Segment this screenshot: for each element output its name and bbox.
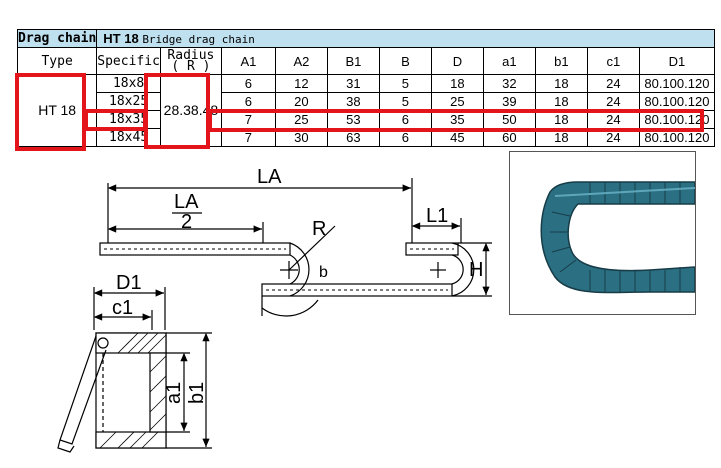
header-type: Type	[16, 47, 98, 75]
label-b1: b1	[186, 382, 208, 404]
cell-a1: 50	[482, 110, 536, 129]
cell-a1: 60	[482, 128, 536, 147]
header-A1: A1	[220, 47, 276, 75]
drag-chain-image	[540, 181, 695, 294]
title-model: HT 18	[103, 30, 139, 46]
cross-section-diagram	[57, 287, 212, 453]
cell-a1: 39	[482, 92, 536, 111]
cell-D: 25	[430, 92, 484, 111]
label-R: R	[312, 218, 326, 240]
cell-D1: 80.100.120	[638, 92, 715, 111]
title-desc: Bridge drag chain	[142, 32, 255, 46]
cell-c1: 24	[586, 92, 640, 111]
cell-A2: 20	[274, 92, 328, 111]
label-c1: c1	[112, 297, 133, 319]
cell-D1: 80.100.120	[638, 128, 715, 147]
cell-A2: 25	[274, 110, 328, 129]
table-row: 18x45 7 30 63 6 45 60 18 24 80.100.120	[18, 128, 715, 147]
header-B: B	[378, 47, 432, 75]
header-D: D	[430, 47, 484, 75]
header-radius-line2: ( R )	[171, 59, 211, 74]
header-radius: Radius ( R )	[159, 47, 222, 75]
label-D1: D1	[116, 272, 142, 294]
label-b: b	[319, 264, 328, 281]
label-LA-num: LA	[174, 191, 199, 213]
cell-D1: 80.100.120	[638, 110, 715, 129]
product-photo	[509, 151, 696, 315]
label-LA: LA	[257, 166, 282, 188]
label-L1: L1	[426, 205, 448, 227]
label-a1: a1	[163, 382, 185, 404]
radius-value: 28.38.48	[159, 74, 222, 147]
header-D1: D1	[638, 47, 715, 75]
label-LA-den: 2	[181, 211, 192, 233]
label-H: H	[469, 259, 483, 281]
header-a1: a1	[482, 47, 536, 75]
title-cell: HT 18 Bridge drag chain	[96, 29, 715, 48]
header-radius-line1: Radius	[167, 48, 215, 63]
header-c1: c1	[586, 47, 640, 75]
title-left-cell: Drag chain	[16, 29, 98, 48]
highlight-spec	[84, 109, 147, 131]
cell-c1: 24	[586, 128, 640, 147]
header-specific: Specific	[96, 47, 161, 75]
highlight-row	[208, 109, 704, 132]
